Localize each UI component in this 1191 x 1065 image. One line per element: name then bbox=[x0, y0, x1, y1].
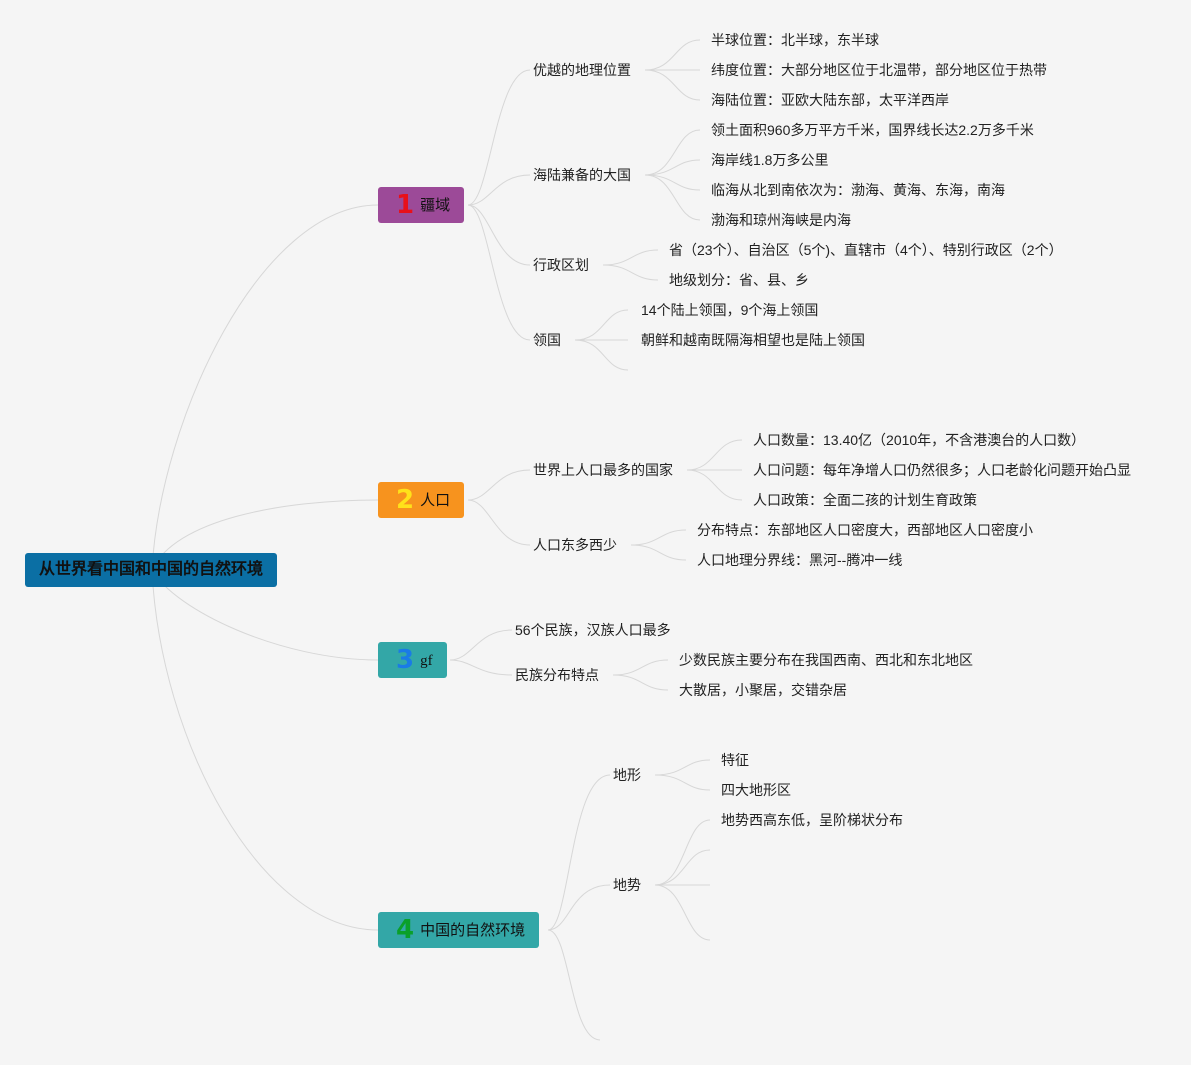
leaf-item[interactable]: 朝鲜和越南既隔海相望也是陆上领国 bbox=[641, 332, 865, 348]
branch-number-4: 4 bbox=[396, 915, 415, 945]
branch-label: 疆域 bbox=[420, 197, 451, 214]
leaf-item[interactable]: 海岸线1.8万多公里 bbox=[711, 152, 829, 168]
topic-land-sea-country[interactable]: 海陆兼备的大国 bbox=[533, 167, 631, 183]
leaf-item[interactable]: 人口数量：13.40亿（2010年，不含港澳台的人口数） bbox=[753, 432, 1086, 448]
leaf-item[interactable]: 14个陆上领国，9个海上领国 bbox=[641, 302, 819, 318]
topic-ethnic-distribution[interactable]: 民族分布特点 bbox=[515, 667, 599, 683]
topic-landform[interactable]: 地形 bbox=[613, 767, 641, 783]
branch-label: 人口 bbox=[420, 492, 451, 509]
leaf-item[interactable]: 特征 bbox=[721, 752, 749, 768]
link-root-b2 bbox=[151, 499, 379, 571]
leaf-item[interactable]: 人口政策：全面二孩的计划生育政策 bbox=[753, 492, 977, 508]
leaf-item[interactable]: 人口问题：每年净增人口仍然很多；人口老龄化问题开始凸显 bbox=[753, 462, 1131, 478]
branch-label: 中国的自然环境 bbox=[420, 922, 526, 939]
leaf-item[interactable]: 领土面积960多万平方千米，国界线长达2.2万多千米 bbox=[711, 122, 1034, 138]
leaf-item[interactable]: 分布特点：东部地区人口密度大，西部地区人口密度小 bbox=[697, 522, 1033, 538]
leaf-item[interactable]: 人口地理分界线：黑河--腾冲一线 bbox=[697, 552, 903, 568]
topic-most-populous[interactable]: 世界上人口最多的国家 bbox=[533, 462, 673, 478]
root-node[interactable]: 从世界看中国和中国的自然环境 bbox=[25, 553, 278, 587]
branch-label: gf bbox=[420, 653, 433, 669]
leaf-item[interactable]: 纬度位置：大部分地区位于北温带，部分地区位于热带 bbox=[711, 62, 1047, 78]
leaf-item[interactable]: 大散居，小聚居，交错杂居 bbox=[679, 682, 847, 698]
leaf-item[interactable]: 海陆位置：亚欧大陆东部，太平洋西岸 bbox=[711, 92, 949, 108]
branch-territory[interactable]: 1 疆域 bbox=[378, 187, 465, 223]
branch-number-2: 2 bbox=[396, 485, 415, 515]
leaf-item[interactable]: 地势西高东低，呈阶梯状分布 bbox=[721, 812, 903, 828]
link-root-b4 bbox=[151, 569, 379, 931]
topic-population-distribution[interactable]: 人口东多西少 bbox=[533, 537, 617, 553]
leaf-item[interactable]: 四大地形区 bbox=[721, 782, 791, 798]
link-b1-c1 bbox=[467, 69, 531, 206]
topic-geographic-location[interactable]: 优越的地理位置 bbox=[533, 62, 631, 78]
leaf-item[interactable]: 地级划分：省、县、乡 bbox=[669, 272, 809, 288]
branch-number-3: 3 bbox=[396, 645, 415, 675]
leaf-item[interactable]: 渤海和琼州海峡是内海 bbox=[711, 212, 851, 228]
topic-neighboring-countries[interactable]: 领国 bbox=[533, 332, 561, 348]
branch-number-1: 1 bbox=[396, 190, 415, 220]
topic-terrain[interactable]: 地势 bbox=[613, 877, 641, 893]
topic-ethnic-groups[interactable]: 56个民族，汉族人口最多 bbox=[515, 622, 671, 638]
leaf-item[interactable]: 省（23个）、自治区（5个)、直辖市（4个）、特别行政区（2个） bbox=[669, 242, 1063, 258]
leaf-item[interactable]: 临海从北到南依次为：渤海、黄海、东海，南海 bbox=[711, 182, 1005, 198]
topic-administrative-division[interactable]: 行政区划 bbox=[533, 257, 589, 273]
link-b1-c4 bbox=[467, 204, 531, 341]
branch-gf[interactable]: 3 gf bbox=[378, 642, 447, 678]
branch-natural-environment[interactable]: 4 中国的自然环境 bbox=[378, 912, 540, 948]
leaf-item[interactable]: 少数民族主要分布在我国西南、西北和东北地区 bbox=[679, 652, 973, 668]
leaf-item[interactable]: 半球位置：北半球，东半球 bbox=[711, 32, 879, 48]
branch-population[interactable]: 2 人口 bbox=[378, 482, 465, 518]
link-root-b1 bbox=[151, 204, 379, 571]
link-b1-c2 bbox=[467, 174, 531, 206]
link-b1-c3 bbox=[467, 204, 531, 266]
